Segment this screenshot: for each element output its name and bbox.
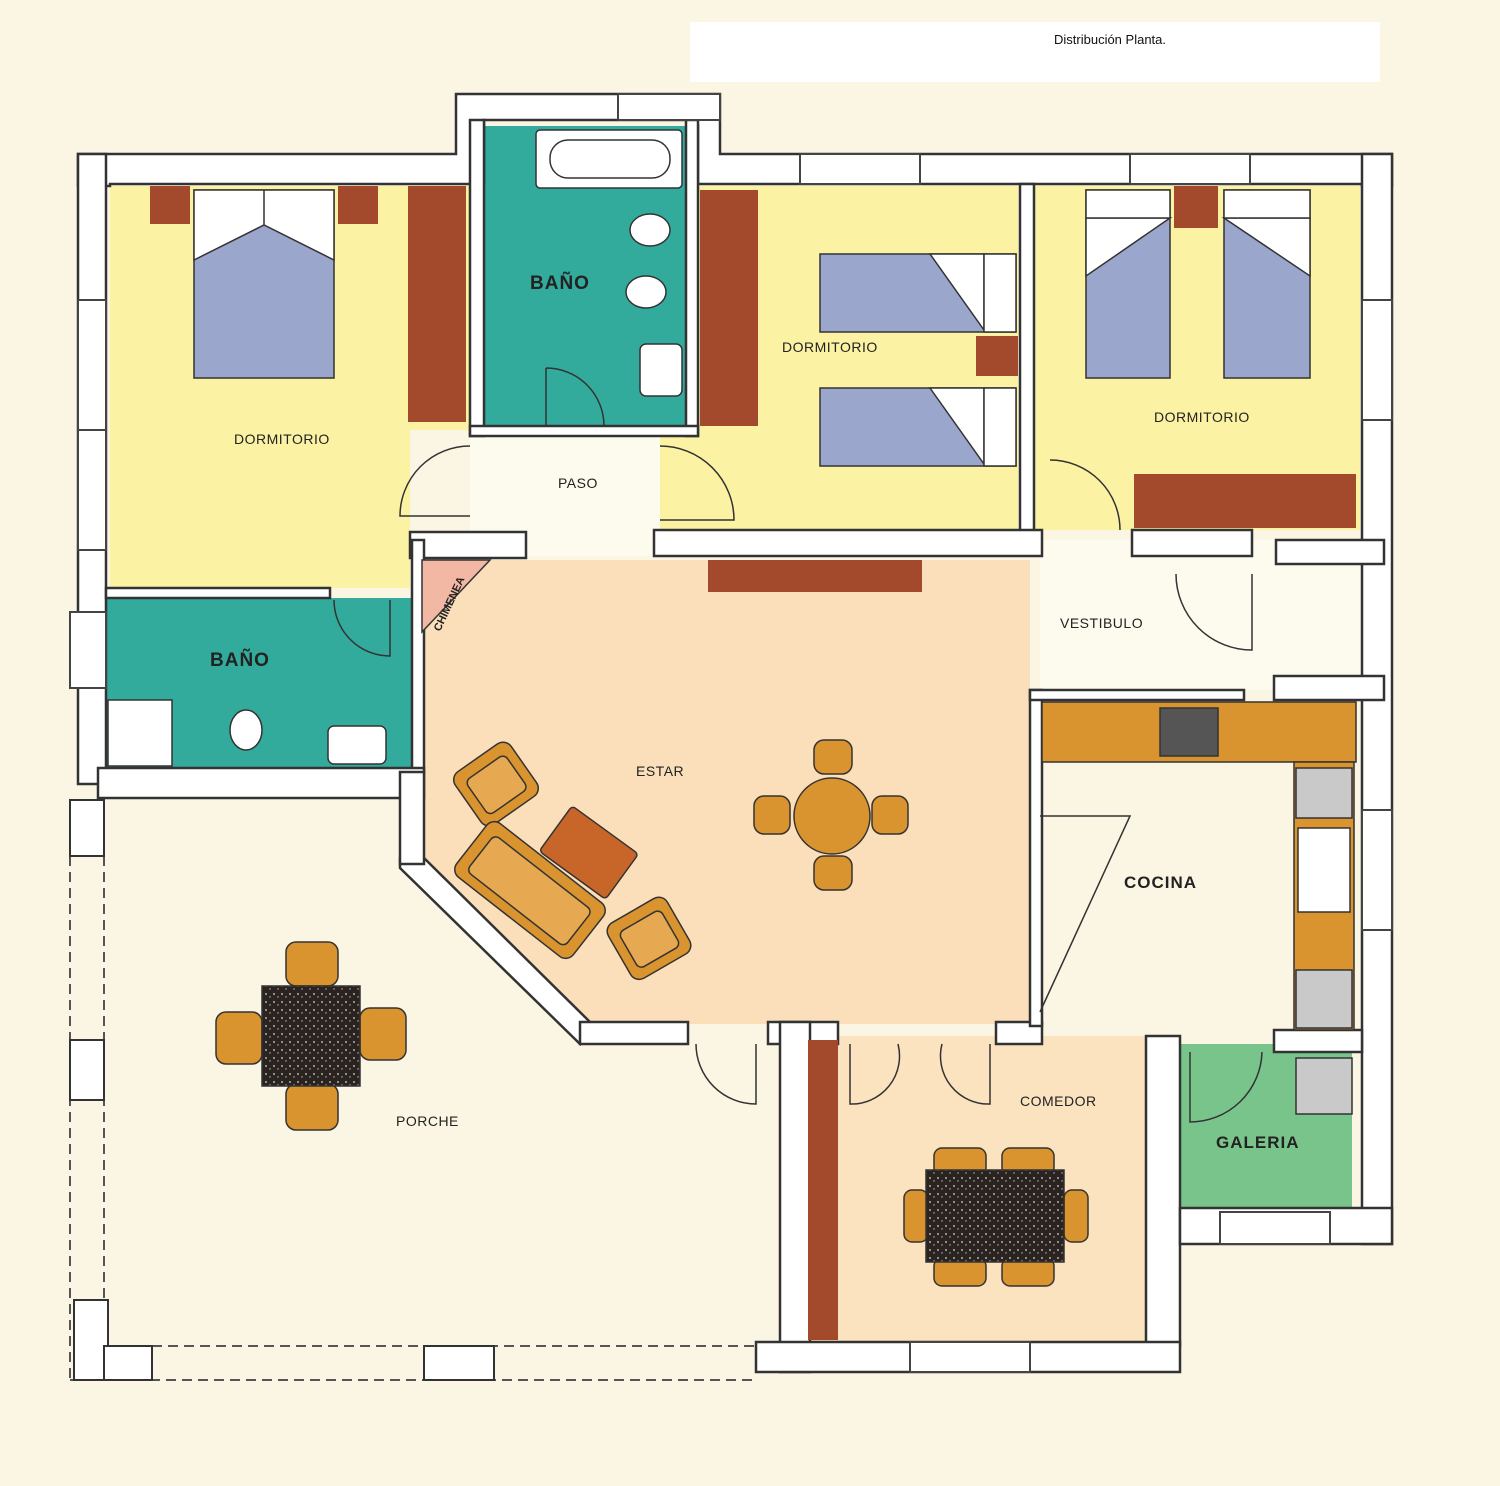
- wall-cocina-galeria: [1272, 1028, 1364, 1054]
- wardrobe-dorm2: [700, 190, 758, 426]
- wall-bano1-east: [684, 118, 700, 438]
- chair: [813, 739, 853, 775]
- round-table: [793, 777, 871, 855]
- bidet: [629, 213, 671, 247]
- wall-dorm1-bano2: [104, 586, 332, 600]
- nightstand: [338, 186, 378, 224]
- windows: [69, 93, 1393, 1373]
- chair: [903, 1189, 929, 1243]
- wall-bano2-south: [96, 766, 426, 800]
- wall-comedor-east: [1144, 1034, 1182, 1348]
- single-bed: [1221, 189, 1311, 379]
- wardrobe-dorm3: [1134, 474, 1356, 528]
- chair: [285, 941, 339, 987]
- double-bed: [193, 189, 335, 379]
- label-galeria: GALERIA: [1216, 1133, 1300, 1152]
- nightstand: [976, 336, 1018, 376]
- kitchen-sink: [1297, 827, 1351, 913]
- porche-table-set: [215, 941, 407, 1131]
- window: [77, 429, 107, 551]
- sink: [639, 343, 683, 397]
- wardrobe-estar: [708, 560, 922, 592]
- wall-vestibulo-east2: [1274, 538, 1386, 566]
- toilet: [229, 709, 263, 751]
- kitchen-counter: [1041, 701, 1357, 1115]
- porche-posts: [69, 799, 495, 1381]
- sink: [327, 725, 387, 765]
- label-bano-2: BAÑO: [210, 649, 270, 671]
- armchair: [452, 741, 540, 827]
- label-estar: ESTAR: [636, 763, 684, 779]
- wardrobes: [150, 186, 1356, 1340]
- washer: [1295, 1057, 1353, 1115]
- label-bano-1: BAÑO: [530, 272, 590, 294]
- chair: [215, 1011, 263, 1065]
- wardrobe-dorm1: [408, 186, 466, 422]
- comedor-table-set: [903, 1147, 1089, 1287]
- single-bed: [819, 387, 1017, 467]
- window: [77, 299, 107, 431]
- label-dormitorio-1: DORMITORIO: [234, 431, 330, 447]
- label-paso: PASO: [558, 475, 598, 491]
- window: [1129, 153, 1251, 185]
- wall-estar-cocina: [1028, 688, 1044, 1028]
- sofa: [454, 820, 606, 960]
- wall-vestibulo-south: [1028, 688, 1246, 702]
- window: [617, 93, 721, 121]
- chair: [1063, 1189, 1089, 1243]
- chair: [813, 855, 853, 891]
- table: [261, 985, 361, 1087]
- window: [909, 1341, 1031, 1373]
- cocina-floor: [1040, 766, 1352, 1208]
- label-porche: PORCHE: [396, 1113, 459, 1129]
- wall-bano1-south: [468, 424, 700, 438]
- wall-vestibulo-east: [1272, 674, 1386, 702]
- wall-dorm2-dorm3: [1018, 182, 1036, 536]
- single-bed: [819, 253, 1017, 333]
- window: [799, 153, 921, 185]
- doors: [333, 367, 1263, 1123]
- window: [69, 611, 107, 689]
- wall-bano1-west: [468, 118, 486, 438]
- appliance: [1295, 969, 1353, 1029]
- wall-dorm3-south: [1130, 528, 1254, 558]
- wall-estar-west: [398, 770, 426, 866]
- shower-tray: [107, 699, 173, 767]
- stove: [1159, 707, 1219, 757]
- chair: [285, 1083, 339, 1131]
- vestibulo-floor: [1040, 540, 1380, 690]
- wall-estar-south-1: [578, 1020, 690, 1046]
- nightstand: [150, 186, 190, 224]
- fridge: [1295, 767, 1353, 819]
- beds: [193, 189, 1311, 467]
- armchair: [606, 896, 692, 981]
- window: [1219, 1211, 1331, 1245]
- chair: [753, 795, 791, 835]
- label-vestibulo: VESTIBULO: [1060, 615, 1143, 631]
- coffee-table: [540, 806, 638, 899]
- wall-comedor-west: [778, 1020, 812, 1374]
- window: [1361, 299, 1393, 421]
- living-furniture: [452, 739, 909, 981]
- chair: [359, 1007, 407, 1061]
- wardrobe-comedor: [808, 1040, 838, 1340]
- plan-title: Distribución Planta.: [1054, 32, 1166, 47]
- window: [1361, 809, 1393, 931]
- chimenea: [421, 559, 492, 634]
- label-comedor: COMEDOR: [1020, 1093, 1097, 1109]
- label-cocina: COCINA: [1124, 873, 1197, 892]
- wall-paso-west: [408, 530, 528, 560]
- wall-dorm2-south: [652, 528, 1044, 558]
- chair: [871, 795, 909, 835]
- table: [925, 1169, 1065, 1263]
- nightstand: [1174, 186, 1218, 228]
- label-dormitorio-3: DORMITORIO: [1154, 409, 1250, 425]
- title-box: [690, 22, 1380, 82]
- single-bed: [1085, 189, 1173, 379]
- wall-estar-south-3: [994, 1020, 1044, 1046]
- label-dormitorio-2: DORMITORIO: [782, 339, 878, 355]
- toilet: [625, 275, 667, 309]
- bathroom-fixtures: [107, 129, 683, 767]
